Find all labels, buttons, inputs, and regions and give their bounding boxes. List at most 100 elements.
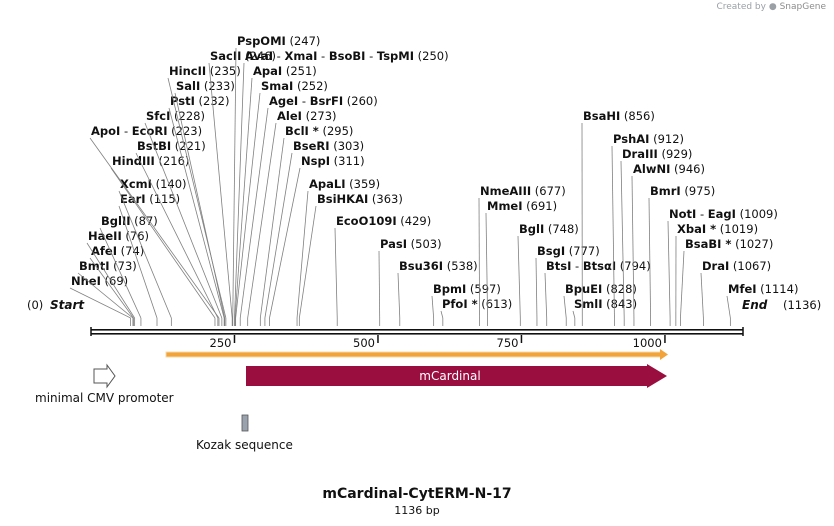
site-label: HaeII (76) — [88, 229, 149, 243]
site-connector — [269, 167, 301, 319]
site-label: SalI (233) — [176, 79, 235, 93]
plasmid-name: mCardinal-CytERM-N-17 — [322, 486, 512, 502]
site-connector — [563, 295, 567, 319]
site-label: BmrI (975) — [650, 184, 715, 198]
site-connector — [234, 62, 245, 319]
site-connector — [247, 122, 277, 319]
orf-arrowhead — [660, 349, 668, 360]
mcardinal-feature-arrow — [246, 364, 667, 388]
sequence-axis-top — [91, 329, 743, 331]
site-connector — [631, 175, 635, 319]
site-label: SmaI (252) — [261, 79, 328, 93]
site-connector — [135, 152, 219, 319]
site-connector — [144, 122, 223, 319]
site-label: PshAI (912) — [613, 132, 684, 146]
site-label: BglI (748) — [519, 222, 579, 236]
site-connector — [234, 77, 253, 319]
site-label: PstI (232) — [170, 94, 229, 108]
promoter-label: minimal CMV promoter — [35, 391, 174, 405]
site-connector — [334, 227, 338, 319]
site-connector — [264, 152, 293, 319]
site-label: BtsI - BtsαI (794) — [546, 259, 651, 273]
site-label: AvaI - XmaI - BsoBI - TspMI (250) — [245, 49, 449, 63]
site-connector — [89, 257, 134, 319]
site-label: BpmI (597) — [433, 282, 501, 296]
site-connector — [168, 107, 225, 319]
site-connector — [517, 235, 521, 319]
site-label: EcoO109I (429) — [336, 214, 431, 228]
site-label: SacII (246) — [210, 49, 276, 63]
site-label: HincII (235) — [169, 64, 241, 78]
site-connector — [620, 160, 625, 319]
site-connector — [431, 295, 435, 319]
site-connector — [648, 197, 651, 319]
ruler-tick-label: 250 — [210, 336, 232, 350]
site-connector — [296, 190, 309, 319]
site-label: DraI (1067) — [702, 259, 771, 273]
site-label: HindIII (216) — [112, 154, 189, 168]
site-connector — [726, 295, 731, 319]
plasmid-map: NheI (69)BmtI (73)AfeI (74)HaeII (76)Bgl… — [27, 34, 821, 452]
site-connector — [680, 250, 685, 319]
site-connector — [99, 227, 142, 319]
site-connector — [69, 287, 131, 319]
site-connector — [259, 137, 285, 319]
site-connector — [89, 137, 220, 319]
site-connector — [298, 205, 317, 319]
site-label: PspOMI (247) — [237, 34, 320, 48]
ruler-tick-label: 1000 — [633, 336, 662, 350]
site-connector — [667, 220, 671, 319]
site-label: BmtI (73) — [79, 259, 137, 273]
site-connector — [397, 272, 401, 319]
site-connector — [86, 242, 135, 319]
site-label: BsgI (777) — [537, 244, 600, 258]
credit-brand: SnapGene — [779, 2, 826, 12]
site-label: BpuEI (828) — [565, 282, 637, 296]
kozak-label: Kozak sequence — [196, 438, 293, 452]
snapgene-logo-icon: ● — [768, 2, 777, 12]
site-label: NmeAIII (677) — [480, 184, 566, 198]
site-label: NheI (69) — [71, 274, 128, 288]
promoter-arrow-icon — [93, 363, 116, 389]
site-label: XcmI (140) — [120, 177, 187, 191]
site-label: NspI (311) — [301, 154, 365, 168]
site-connector — [118, 190, 172, 319]
end-position: (1136) — [783, 298, 821, 312]
site-label: BsaBI * (1027) — [685, 237, 773, 251]
orf-bar — [165, 351, 663, 358]
site-connector — [700, 272, 704, 319]
kozak-marker — [241, 414, 249, 432]
site-label: BglII (87) — [101, 214, 158, 228]
site-label: XbaI * (1019) — [677, 222, 758, 236]
site-label: MfeI (1114) — [728, 282, 798, 296]
site-connector — [208, 62, 233, 319]
site-connector — [378, 250, 381, 319]
site-label: BstBI (221) — [137, 139, 206, 153]
site-connector — [535, 257, 538, 319]
site-label: AgeI - BsrFI (260) — [269, 94, 378, 108]
start-position: (0) — [27, 298, 43, 312]
site-connector — [572, 310, 576, 319]
site-label: ApaI (251) — [253, 64, 317, 78]
site-connector — [478, 197, 480, 319]
site-label: MmeI (691) — [487, 199, 557, 213]
site-connector — [167, 77, 227, 319]
credit-prefix: Created by — [716, 2, 766, 12]
site-label: DraIII (929) — [622, 147, 692, 161]
site-label: PfoI * (613) — [442, 297, 512, 311]
site-label: AleI (273) — [277, 109, 337, 123]
site-label: NotI - EagI (1009) — [669, 207, 778, 221]
site-label: SfcI (228) — [146, 109, 205, 123]
site-connector — [235, 92, 261, 319]
site-label: AfeI (74) — [91, 244, 144, 258]
snapgene-credit: Created by ● SnapGene — [716, 2, 826, 12]
ruler-tick-label: 500 — [353, 336, 375, 350]
site-label: BclI * (295) — [285, 124, 353, 138]
site-label: BsiHKAI (363) — [317, 192, 403, 206]
site-label: Bsu36I (538) — [399, 259, 478, 273]
start-label: Start — [50, 298, 85, 312]
ruler-tick-label: 750 — [497, 336, 519, 350]
site-connector — [110, 167, 216, 319]
site-label: PasI (503) — [380, 237, 442, 251]
site-connector — [440, 310, 444, 319]
